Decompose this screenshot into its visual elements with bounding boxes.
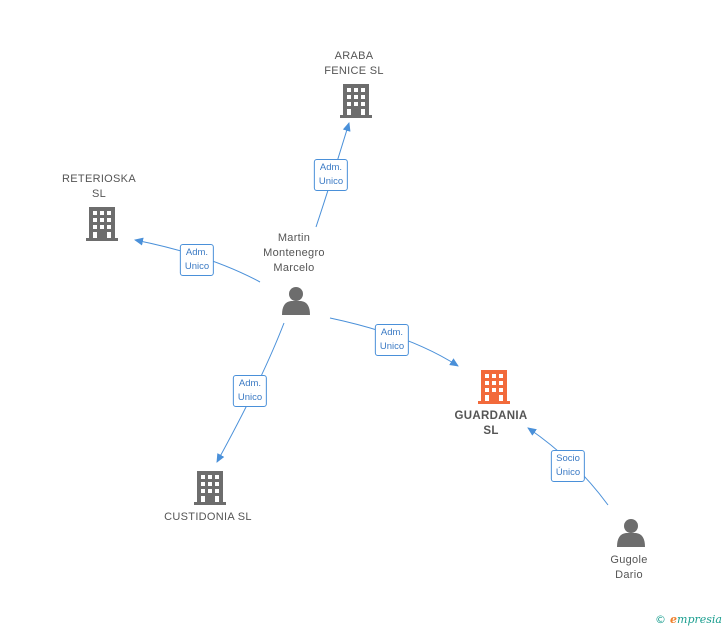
building-icon-highlight: [478, 370, 510, 404]
role-line: Adm.: [238, 378, 262, 389]
label-line: RETERIOSKA: [62, 173, 136, 185]
label-line: Gugole: [610, 554, 648, 566]
label-line: CUSTIDONIA SL: [164, 511, 252, 523]
label-line: FENICE SL: [324, 65, 384, 77]
building-icon: [86, 207, 118, 241]
node-martin-label[interactable]: Martin Montenegro Marcelo: [263, 231, 325, 276]
role-badge-gugole: Socio Único: [550, 450, 586, 482]
role-line: Adm.: [319, 162, 343, 173]
role-line: Unico: [379, 341, 405, 352]
copyright-icon: ©: [655, 613, 667, 626]
building-icon: [340, 84, 372, 118]
building-icon: [194, 471, 226, 505]
label-line: ARABA: [334, 50, 374, 62]
role-badge-guardania: Adm. Unico: [374, 324, 410, 356]
role-line: Unico: [237, 392, 263, 403]
person-icon: [282, 287, 310, 315]
role-line: Adm.: [380, 327, 404, 338]
role-badge-araba: Adm. Unico: [313, 159, 349, 191]
label-line: GUARDANIA: [454, 410, 528, 422]
label-line: SL: [483, 425, 499, 437]
label-line: Montenegro: [263, 247, 325, 259]
brand-name: mpresia: [677, 613, 722, 626]
node-guardania-label[interactable]: GUARDANIA SL: [455, 409, 528, 439]
role-line: Único: [555, 467, 581, 478]
label-line: Dario: [615, 569, 643, 581]
label-line: Martin: [277, 232, 311, 244]
role-line: Unico: [318, 176, 344, 187]
role-line: Unico: [184, 261, 210, 272]
role-badge-custidonia: Adm. Unico: [232, 375, 268, 407]
role-line: Socio: [556, 453, 580, 464]
brand-footer[interactable]: ©empresia: [655, 613, 722, 626]
label-line: SL: [91, 188, 107, 200]
brand-initial: e: [670, 613, 678, 626]
node-araba-label[interactable]: ARABA FENICE SL: [324, 49, 384, 79]
label-line: Marcelo: [273, 262, 315, 274]
node-gugole-label[interactable]: Gugole Dario: [610, 553, 647, 583]
role-badge-reterioska: Adm. Unico: [179, 244, 215, 276]
node-custidonia-label[interactable]: CUSTIDONIA SL: [164, 510, 252, 525]
node-reterioska-label[interactable]: RETERIOSKA SL: [62, 172, 136, 202]
person-icon: [617, 519, 645, 547]
role-line: Adm.: [185, 247, 209, 258]
